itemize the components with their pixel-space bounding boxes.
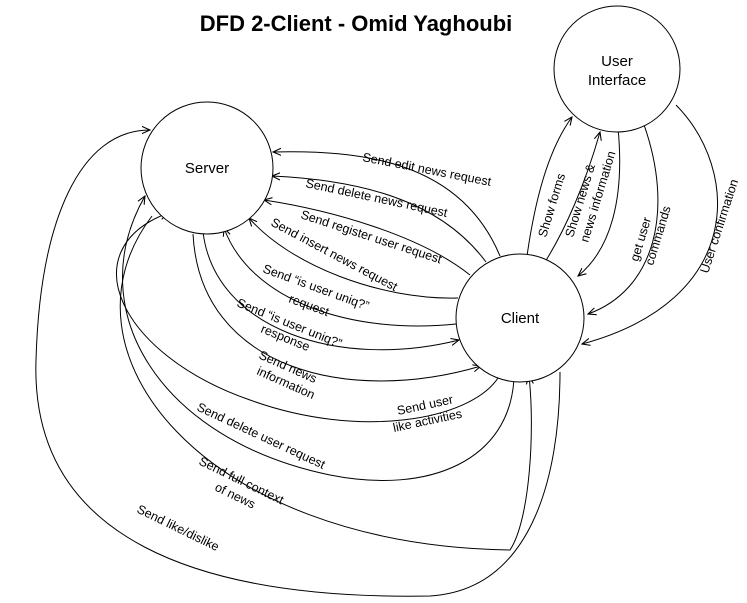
ui-label-line2: Interface — [588, 72, 646, 89]
node-user-interface: User Interface — [553, 5, 681, 133]
flow-like-activities — [116, 213, 499, 423]
flow-edit-news — [273, 152, 501, 257]
label-register-user: Send register user request — [299, 208, 444, 267]
flow-news-information — [192, 233, 481, 382]
diagram-title: DFD 2-Client - Omid Yaghoubi — [200, 11, 513, 36]
flow-user-confirmation — [582, 104, 719, 344]
flow-register-user — [264, 200, 471, 276]
label-delete-news: Send delete news request — [304, 176, 449, 220]
flow-get-commands-2 — [588, 121, 659, 314]
node-client: Client — [455, 253, 585, 383]
flow-show-news — [544, 132, 600, 263]
node-server: Server — [140, 101, 274, 235]
flow-insert-news — [249, 218, 459, 299]
flow-uniq-response — [202, 231, 459, 351]
label-edit-news: Send edit news request — [361, 150, 492, 189]
flow-like-dislike — [35, 130, 561, 597]
flow-uniq-request — [224, 228, 457, 327]
flow-full-context — [119, 215, 531, 551]
ui-label-line1: User — [601, 53, 633, 70]
server-label: Server — [185, 160, 229, 177]
flow-delete-user — [122, 196, 515, 481]
label-user-confirmation: User confirmation — [698, 177, 742, 275]
flow-get-commands — [578, 127, 621, 276]
flow-delete-news — [272, 176, 487, 263]
label-like-dislike: Send like/dislike — [135, 502, 222, 554]
flow-show-forms — [526, 117, 572, 257]
client-label: Client — [501, 310, 540, 327]
